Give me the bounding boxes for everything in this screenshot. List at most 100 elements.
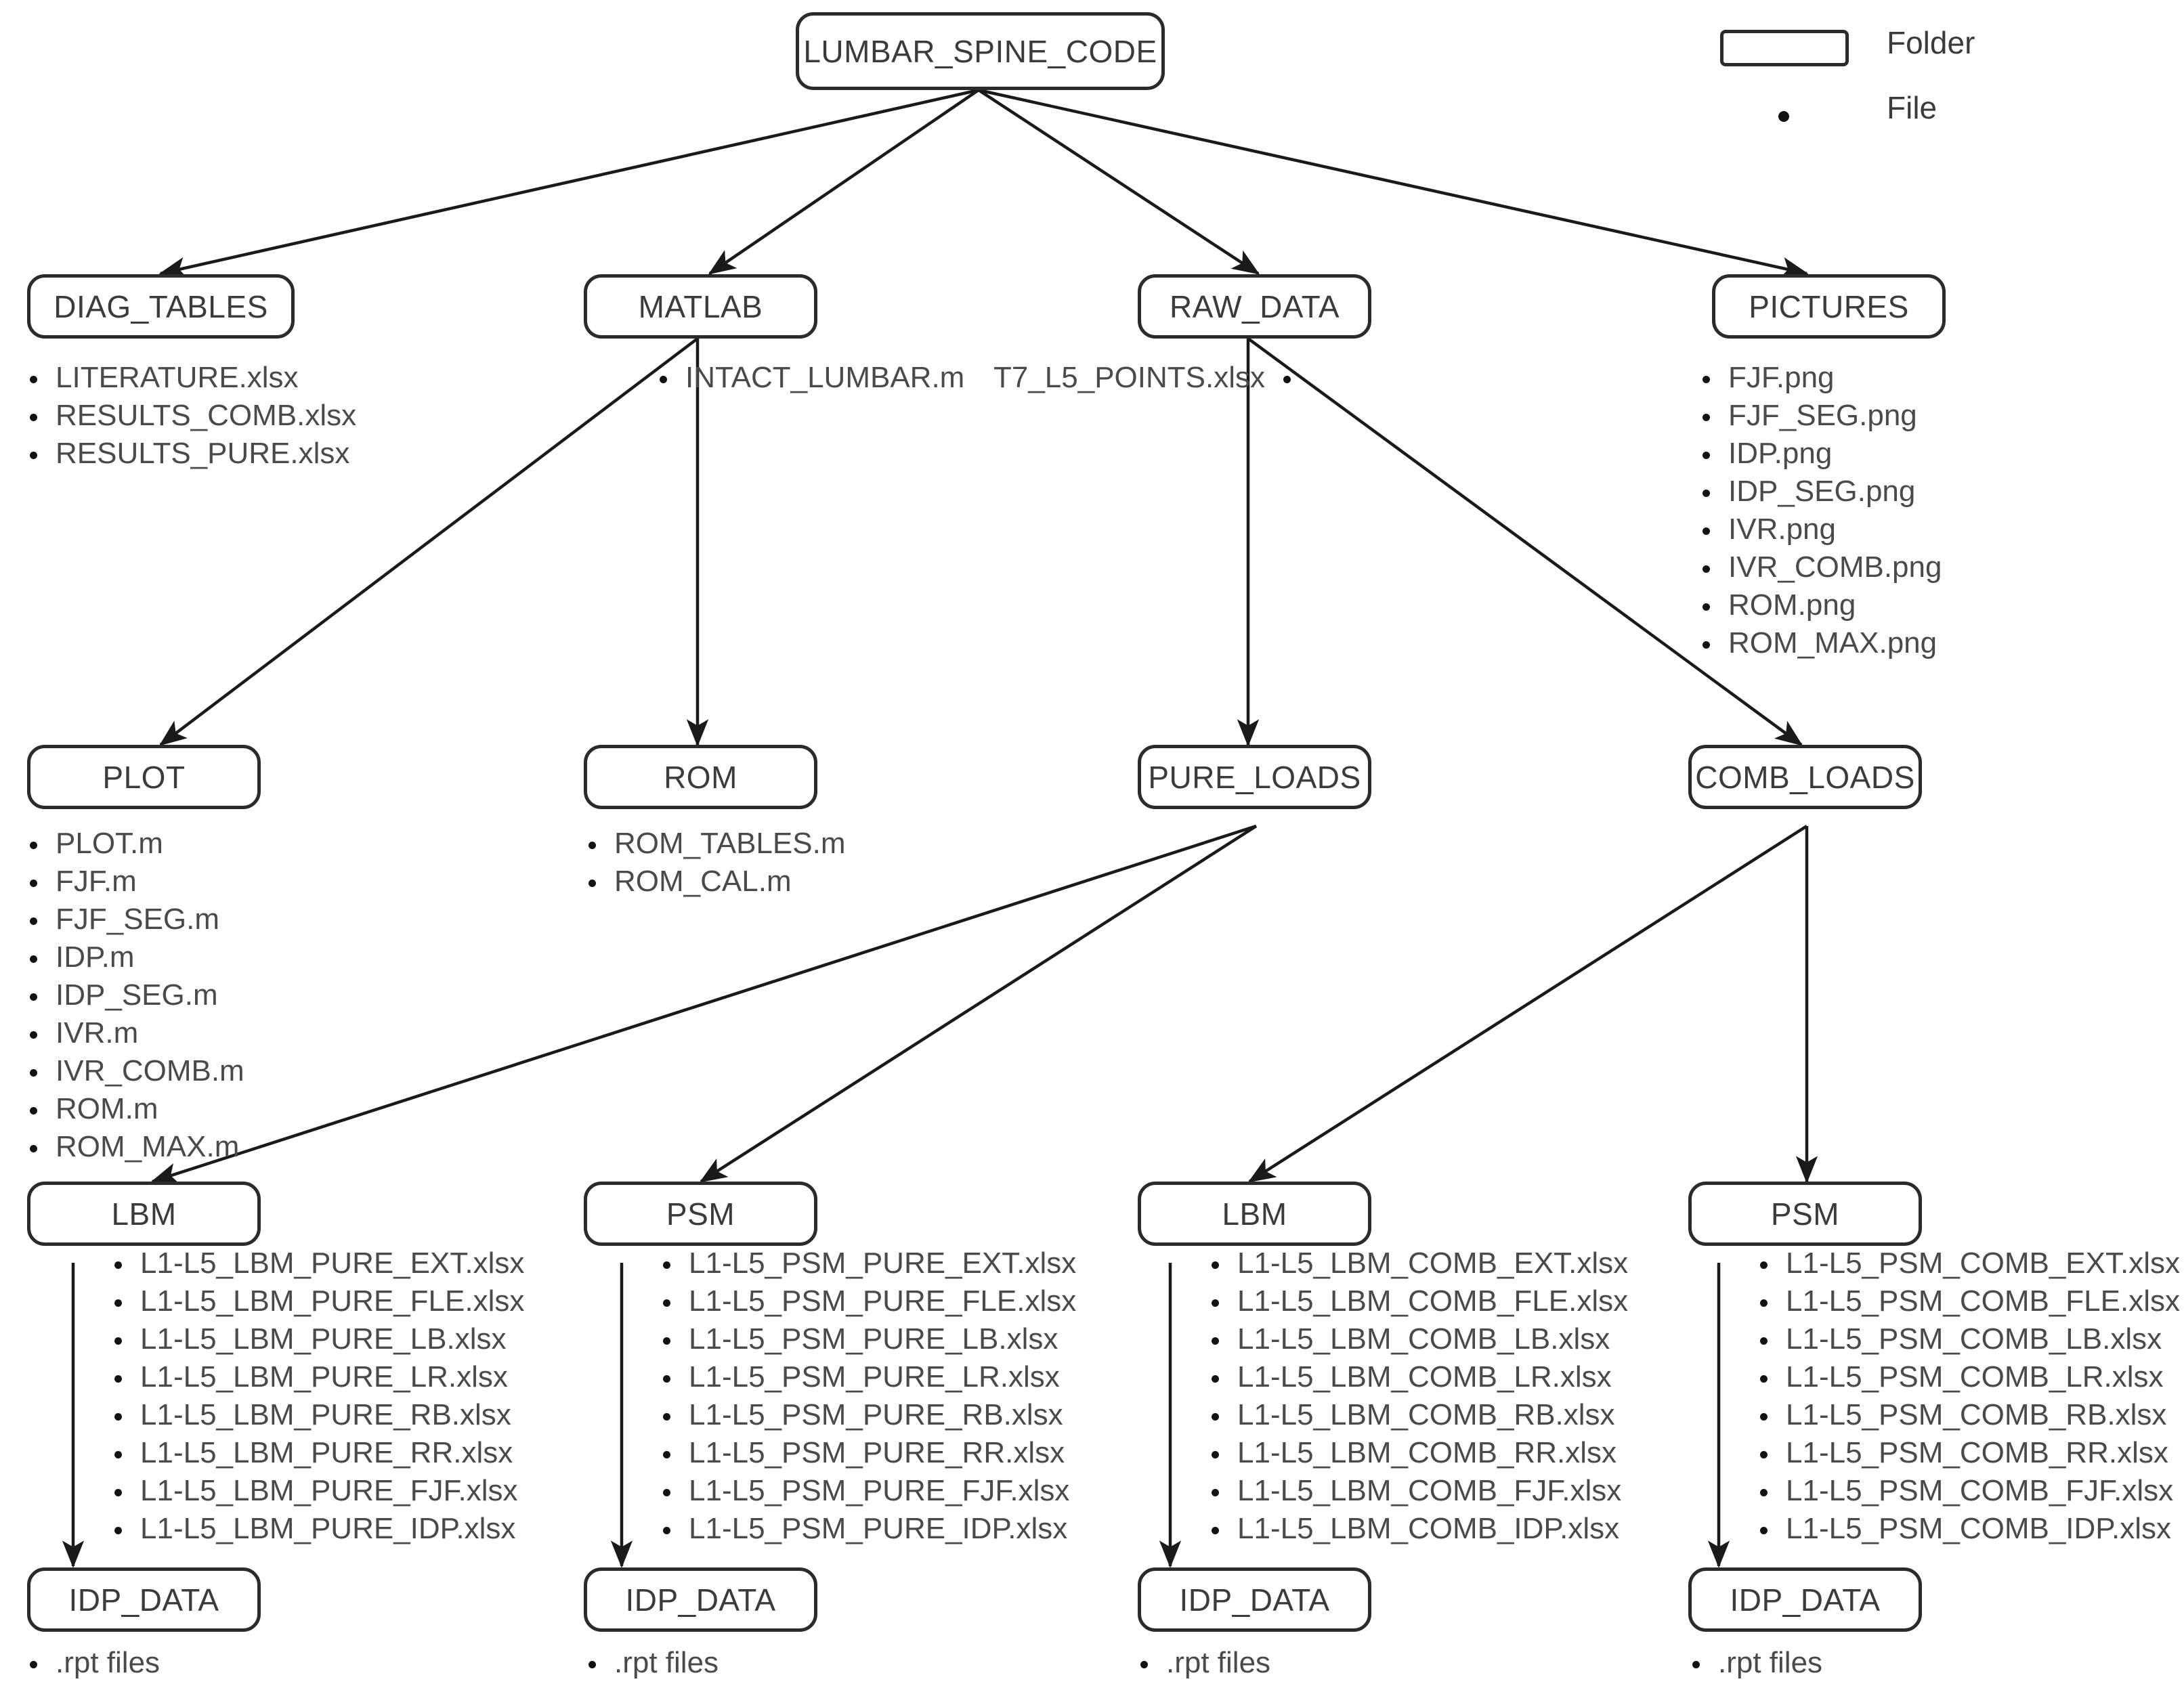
- list-item: IVR.png: [1693, 511, 1942, 548]
- node-label: IDP_DATA: [1179, 1582, 1330, 1618]
- list-item: L1-L5_LBM_COMB_RB.xlsx: [1202, 1396, 1628, 1434]
- list-item: L1-L5_LBM_PURE_RB.xlsx: [105, 1396, 524, 1434]
- node-label: LUMBAR_SPINE_CODE: [803, 33, 1157, 69]
- node-label: ROM: [664, 759, 737, 795]
- file-list-idp-data-2: .rpt files: [579, 1644, 719, 1682]
- list-item: LITERATURE.xlsx: [20, 359, 356, 397]
- file-list-matlab: INTACT_LUMBAR.m: [650, 359, 964, 397]
- node-lumbar-spine-code[interactable]: LUMBAR_SPINE_CODE: [796, 12, 1165, 90]
- list-item: FJF_SEG.m: [20, 901, 244, 938]
- node-label: IDP_DATA: [625, 1582, 776, 1618]
- node-label: PICTURES: [1749, 288, 1909, 324]
- list-item: ROM.png: [1693, 586, 1942, 624]
- list-item: IVR_COMB.m: [20, 1052, 244, 1090]
- file-list-idp-data-4: .rpt files: [1683, 1644, 1822, 1682]
- node-idp-data-1[interactable]: IDP_DATA: [27, 1567, 261, 1632]
- file-icon: [1778, 111, 1789, 122]
- list-item: ROM_TABLES.m: [579, 825, 845, 863]
- list-item: L1-L5_LBM_PURE_IDP.xlsx: [105, 1510, 524, 1548]
- list-item: T7_L5_POINTS.xlsx: [779, 359, 1300, 397]
- list-item: ROM.m: [20, 1090, 244, 1128]
- node-label: LBM: [1222, 1196, 1287, 1232]
- node-label: IDP_DATA: [1730, 1582, 1881, 1618]
- node-rom[interactable]: ROM: [584, 745, 817, 809]
- list-item: L1-L5_LBM_PURE_FJF.xlsx: [105, 1472, 524, 1510]
- file-list-diag-tables: LITERATURE.xlsx RESULTS_COMB.xlsx RESULT…: [20, 359, 356, 473]
- node-raw-data[interactable]: RAW_DATA: [1138, 274, 1371, 339]
- node-idp-data-4[interactable]: IDP_DATA: [1688, 1567, 1922, 1632]
- node-idp-data-2[interactable]: IDP_DATA: [584, 1567, 817, 1632]
- node-label: PURE_LOADS: [1148, 759, 1361, 795]
- node-psm-comb[interactable]: PSM: [1688, 1182, 1922, 1246]
- list-item: L1-L5_LBM_COMB_LR.xlsx: [1202, 1358, 1628, 1396]
- node-pure-loads[interactable]: PURE_LOADS: [1138, 745, 1371, 809]
- list-item: FJF_SEG.png: [1693, 397, 1942, 435]
- node-lbm-comb[interactable]: LBM: [1138, 1182, 1371, 1246]
- list-item: L1-L5_LBM_PURE_RR.xlsx: [105, 1434, 524, 1472]
- list-item: L1-L5_PSM_COMB_FJF.xlsx: [1751, 1472, 2180, 1510]
- node-matlab[interactable]: MATLAB: [584, 274, 817, 339]
- node-diag-tables[interactable]: DIAG_TABLES: [27, 274, 295, 339]
- list-item: L1-L5_PSM_PURE_IDP.xlsx: [654, 1510, 1076, 1548]
- list-item: L1-L5_LBM_PURE_LB.xlsx: [105, 1320, 524, 1358]
- node-label: PSM: [666, 1196, 735, 1232]
- list-item: ROM_MAX.m: [20, 1128, 244, 1166]
- list-item: L1-L5_PSM_COMB_RR.xlsx: [1751, 1434, 2180, 1472]
- file-list-raw-data: T7_L5_POINTS.xlsx: [779, 359, 1300, 397]
- file-list-lbm-comb: L1-L5_LBM_COMB_EXT.xlsx L1-L5_LBM_COMB_F…: [1202, 1245, 1628, 1548]
- list-item: IDP.m: [20, 938, 244, 976]
- node-idp-data-3[interactable]: IDP_DATA: [1138, 1567, 1371, 1632]
- list-item: L1-L5_PSM_COMB_IDP.xlsx: [1751, 1510, 2180, 1548]
- node-label: LBM: [111, 1196, 177, 1232]
- node-label: COMB_LOADS: [1695, 759, 1915, 795]
- list-item: L1-L5_PSM_PURE_RR.xlsx: [654, 1434, 1076, 1472]
- list-item: PLOT.m: [20, 825, 244, 863]
- node-lbm-pure[interactable]: LBM: [27, 1182, 261, 1246]
- file-list-lbm-pure: L1-L5_LBM_PURE_EXT.xlsx L1-L5_LBM_PURE_F…: [105, 1245, 524, 1548]
- list-item: L1-L5_LBM_COMB_RR.xlsx: [1202, 1434, 1628, 1472]
- list-item: L1-L5_PSM_COMB_LB.xlsx: [1751, 1320, 2180, 1358]
- list-item: INTACT_LUMBAR.m: [650, 359, 964, 397]
- list-item: L1-L5_LBM_PURE_EXT.xlsx: [105, 1245, 524, 1282]
- list-item: .rpt files: [20, 1644, 160, 1682]
- list-item: FJF.m: [20, 863, 244, 901]
- node-label: PLOT: [102, 759, 186, 795]
- list-item: IDP_SEG.png: [1693, 473, 1942, 511]
- list-item: L1-L5_LBM_COMB_IDP.xlsx: [1202, 1510, 1628, 1548]
- list-item: .rpt files: [1131, 1644, 1270, 1682]
- list-item: L1-L5_PSM_PURE_EXT.xlsx: [654, 1245, 1076, 1282]
- list-item: IVR_COMB.png: [1693, 548, 1942, 586]
- list-item: L1-L5_PSM_COMB_RB.xlsx: [1751, 1396, 2180, 1434]
- list-item: L1-L5_LBM_PURE_LR.xlsx: [105, 1358, 524, 1396]
- file-list-psm-comb: L1-L5_PSM_COMB_EXT.xlsx L1-L5_PSM_COMB_F…: [1751, 1245, 2180, 1548]
- edge-root-to-matlab: [708, 89, 980, 275]
- list-item: L1-L5_PSM_COMB_LR.xlsx: [1751, 1358, 2180, 1396]
- node-plot[interactable]: PLOT: [27, 745, 261, 809]
- folder-icon: [1720, 30, 1849, 66]
- list-item: .rpt files: [579, 1644, 719, 1682]
- file-list-plot: PLOT.m FJF.m FJF_SEG.m IDP.m IDP_SEG.m I…: [20, 825, 244, 1166]
- list-item: ROM_CAL.m: [579, 863, 845, 901]
- list-item: L1-L5_LBM_COMB_FJF.xlsx: [1202, 1472, 1628, 1510]
- list-item: L1-L5_PSM_PURE_LB.xlsx: [654, 1320, 1076, 1358]
- file-list-idp-data-1: .rpt files: [20, 1644, 160, 1682]
- list-item: IVR.m: [20, 1014, 244, 1052]
- list-item: L1-L5_PSM_COMB_EXT.xlsx: [1751, 1245, 2180, 1282]
- list-item: L1-L5_PSM_PURE_FJF.xlsx: [654, 1472, 1076, 1510]
- list-item: RESULTS_PURE.xlsx: [20, 435, 356, 473]
- list-item: L1-L5_LBM_COMB_EXT.xlsx: [1202, 1245, 1628, 1282]
- list-item: L1-L5_LBM_COMB_FLE.xlsx: [1202, 1282, 1628, 1320]
- list-item: L1-L5_PSM_COMB_FLE.xlsx: [1751, 1282, 2180, 1320]
- file-list-psm-pure: L1-L5_PSM_PURE_EXT.xlsx L1-L5_PSM_PURE_F…: [654, 1245, 1076, 1548]
- node-pictures[interactable]: PICTURES: [1712, 274, 1946, 339]
- node-label: MATLAB: [638, 288, 763, 324]
- legend-file-label: File: [1887, 90, 1937, 125]
- file-list-idp-data-3: .rpt files: [1131, 1644, 1270, 1682]
- node-psm-pure[interactable]: PSM: [584, 1182, 817, 1246]
- list-item: L1-L5_LBM_PURE_FLE.xlsx: [105, 1282, 524, 1320]
- edge-root-to-raw-data: [977, 89, 1260, 275]
- node-comb-loads[interactable]: COMB_LOADS: [1688, 745, 1922, 809]
- list-item: L1-L5_LBM_COMB_LB.xlsx: [1202, 1320, 1628, 1358]
- list-item: L1-L5_PSM_PURE_RB.xlsx: [654, 1396, 1076, 1434]
